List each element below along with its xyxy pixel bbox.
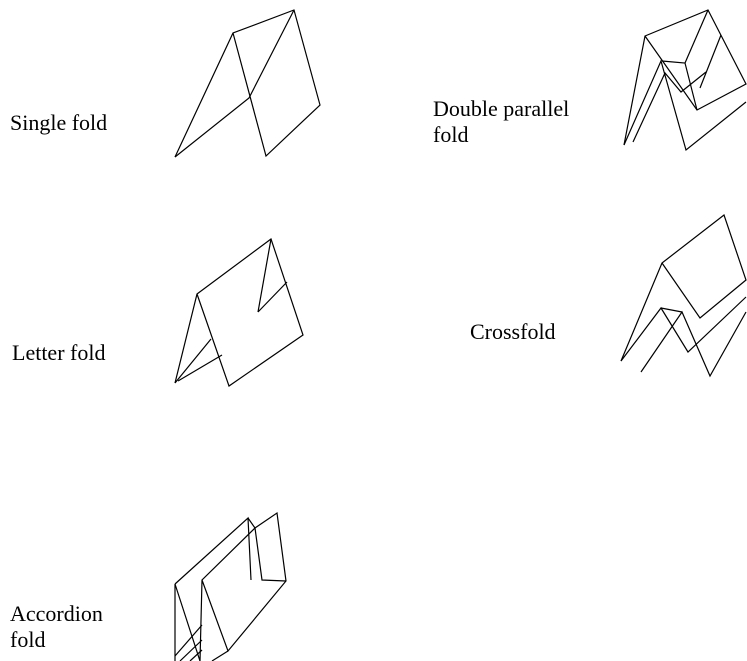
crossfold-drawing bbox=[620, 214, 747, 378]
double-parallel-fold-label: Double parallel fold bbox=[433, 96, 570, 147]
letter-fold-drawing bbox=[174, 238, 304, 387]
accordion-fold-label: Accordion fold bbox=[10, 601, 103, 652]
accordion-fold-drawing bbox=[174, 511, 287, 661]
double-parallel-fold-drawing bbox=[623, 9, 747, 152]
letter-fold-label: Letter fold bbox=[12, 340, 106, 365]
crossfold-label: Crossfold bbox=[470, 319, 556, 344]
single-fold-label: Single fold bbox=[10, 110, 108, 135]
single-fold-drawing bbox=[174, 9, 321, 158]
